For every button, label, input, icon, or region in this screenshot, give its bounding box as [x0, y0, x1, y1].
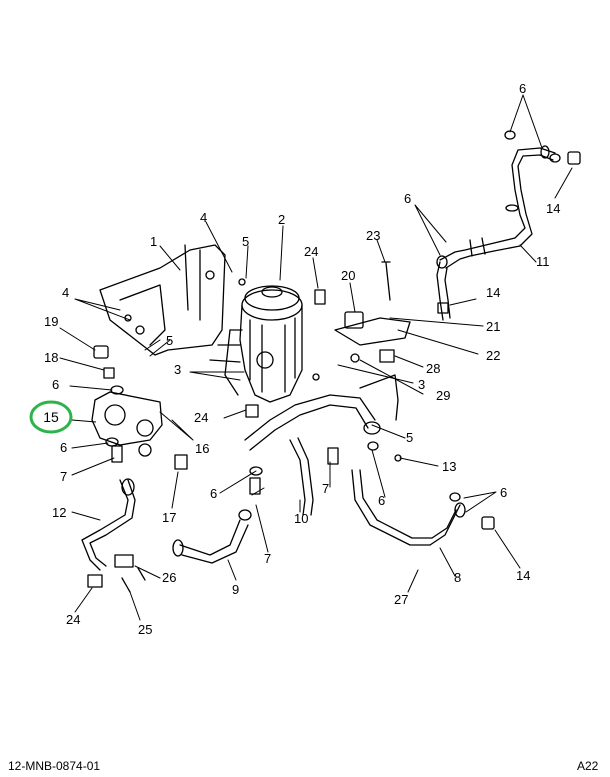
filter-head-block [91, 391, 163, 457]
callout-23: 23 [366, 228, 380, 243]
callout-24a: 24 [304, 244, 318, 259]
clamp-brackets-right [334, 261, 411, 363]
callout-24b: 24 [194, 410, 208, 425]
callout-14b: 14 [486, 285, 500, 300]
callout-6f: 6 [210, 486, 217, 501]
callout-28: 28 [426, 361, 440, 376]
callout-labels: 6 14 6 11 4 2 1 5 24 23 20 14 21 22 4 19… [44, 81, 560, 637]
callout-14a: 14 [546, 201, 560, 216]
callout-3a: 3 [174, 362, 181, 377]
callout-14c: 14 [516, 568, 530, 583]
callout-8: 8 [454, 570, 461, 585]
fuel-filter-housing [209, 285, 303, 403]
callout-4a: 4 [200, 210, 207, 225]
callout-9: 9 [232, 582, 239, 597]
callout-6a: 6 [519, 81, 526, 96]
fittings [93, 278, 449, 495]
callout-6c: 6 [52, 377, 59, 392]
callout-7a: 7 [60, 469, 67, 484]
callout-6d: 6 [60, 440, 67, 455]
callout-11: 11 [536, 254, 550, 269]
mounting-bracket [99, 244, 226, 356]
callout-27: 27 [394, 592, 408, 607]
hose-lower-center [172, 509, 252, 564]
callout-20: 20 [341, 268, 355, 283]
callout-13: 13 [442, 459, 456, 474]
callout-19: 19 [44, 314, 58, 329]
callout-6e: 6 [378, 493, 385, 508]
callout-22: 22 [486, 348, 500, 363]
callout-16: 16 [195, 441, 209, 456]
callout-6g: 6 [500, 485, 507, 500]
callout-12: 12 [52, 505, 66, 520]
callout-26: 26 [162, 570, 176, 585]
callout-17: 17 [162, 510, 176, 525]
highlight-callout-15[interactable]: 15 [29, 400, 97, 434]
callout-24c: 24 [66, 612, 80, 627]
callout-29: 29 [436, 388, 450, 403]
callout-7b: 7 [322, 481, 329, 496]
callout-5a: 5 [242, 234, 249, 249]
fuel-line-lower-right [351, 469, 495, 546]
washers [105, 255, 448, 476]
callout-18: 18 [44, 350, 58, 365]
callout-1: 1 [150, 234, 157, 249]
callout-25: 25 [138, 622, 152, 637]
callout-5b: 5 [166, 333, 173, 348]
leader-lines [59, 94, 573, 621]
page-reference: A22 [577, 759, 599, 773]
callout-5c: 5 [406, 430, 413, 445]
callout-4b: 4 [62, 285, 69, 300]
callout-3b: 3 [418, 377, 425, 392]
callout-2: 2 [278, 212, 285, 227]
callout-15: 15 [43, 409, 59, 425]
highlight-ring [29, 400, 73, 434]
document-number: 12-MNB-0874-01 [8, 759, 101, 773]
callout-6b: 6 [404, 191, 411, 206]
callout-21: 21 [486, 319, 500, 334]
callout-10: 10 [294, 511, 308, 526]
callout-7c: 7 [264, 551, 271, 566]
fuel-line-upper-right [436, 130, 581, 321]
hose-center [244, 374, 399, 516]
fuel-line-lower-left [81, 478, 146, 593]
